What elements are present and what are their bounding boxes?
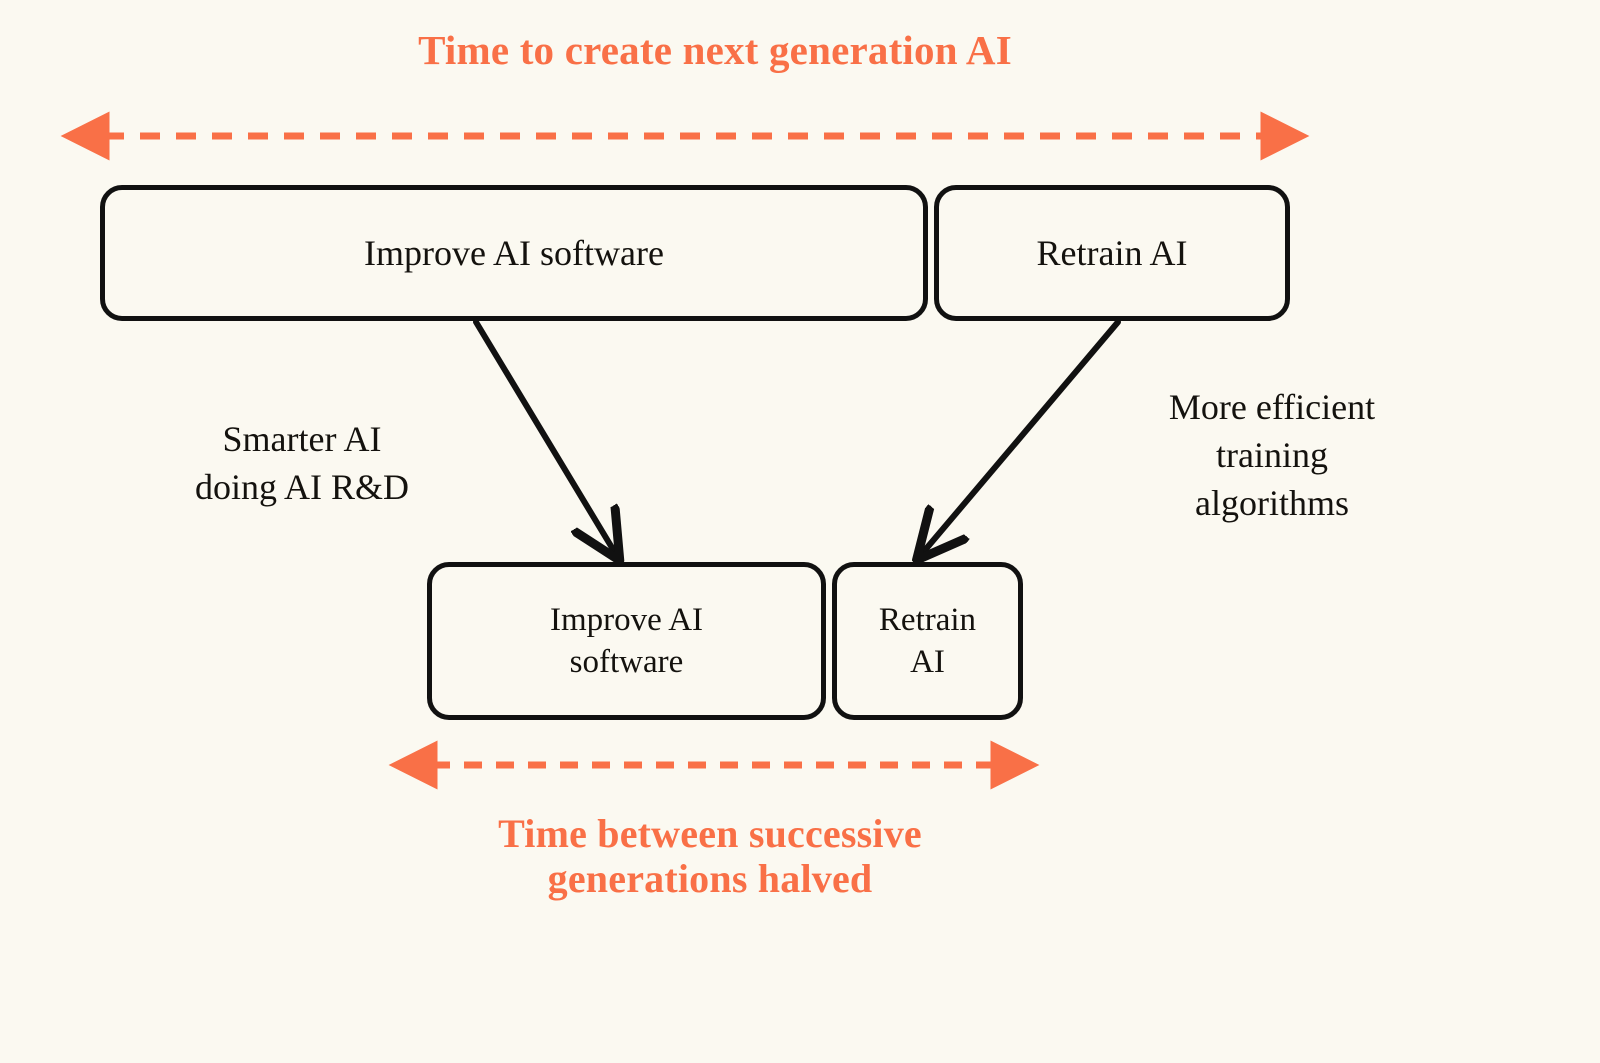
box-retrain-ai-bottom[interactable]: Retrain AI [832, 562, 1023, 720]
annotation-line1: More efficient [1168, 387, 1376, 427]
annotation-line2: training [1216, 435, 1328, 476]
annotation-more-efficient-training: More efficient training algorithms [1098, 383, 1446, 528]
box-label: Improve AI software [364, 232, 664, 273]
box-label: Retrain AI [1036, 232, 1188, 273]
box-label-line1: Retrain [878, 601, 977, 638]
annotation-smarter-ai: Smarter AI doing AI R&D [112, 415, 492, 511]
box-label-line2: software [569, 644, 684, 680]
annotation-line2: doing AI R&D [194, 467, 409, 508]
bottom-caption-line2: generations halved [547, 855, 873, 901]
box-improve-ai-software-bottom[interactable]: Improve AI software [427, 562, 826, 720]
bottom-caption: Time between successive generations halv… [330, 811, 1090, 902]
annotation-line1: Smarter AI [222, 419, 382, 459]
box-label-line2: AI [910, 644, 945, 680]
box-improve-ai-software-top[interactable]: Improve AI software [100, 185, 928, 321]
box-label-line1: Improve AI [549, 601, 704, 638]
left-connector-arrow [473, 319, 617, 556]
right-connector-arrow [920, 319, 1121, 556]
page-title: Time to create next generation AI [418, 27, 1012, 73]
box-retrain-ai-top[interactable]: Retrain AI [934, 185, 1290, 321]
bottom-caption-line1: Time between successive [498, 811, 922, 856]
annotation-line3: algorithms [1195, 483, 1349, 524]
